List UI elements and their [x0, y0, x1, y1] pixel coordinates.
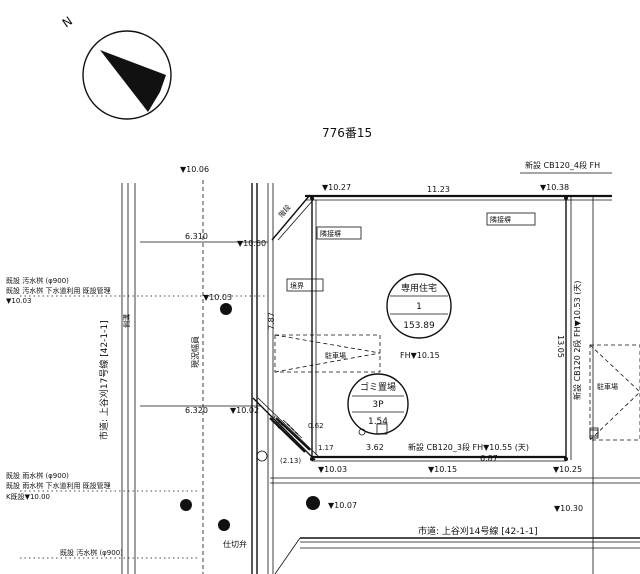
- dim-362: 3.62: [366, 443, 384, 452]
- parking-area: [274, 334, 381, 373]
- dim-117: 1.17: [318, 444, 334, 452]
- box-3: [589, 429, 599, 439]
- elev-1060: ▼10.60: [237, 239, 266, 248]
- side-ditch-label: 側溝: [122, 314, 131, 328]
- parking-label: 駐車場: [325, 351, 346, 360]
- corner-chamfer: [271, 194, 317, 460]
- survey-point-icon: [310, 196, 314, 200]
- elev-1025: ▼10.25: [553, 465, 582, 474]
- note2-c: K既設▼10.00: [6, 492, 50, 501]
- top-fence-label: 新設 CB120_4段 FH: [525, 160, 600, 170]
- garbage-type: ゴミ置場: [360, 381, 396, 393]
- note1-a: 既設 汚水桝 (φ900): [6, 276, 69, 285]
- elev-1003a: ▼10.03: [203, 293, 232, 302]
- manhole-icon: [218, 519, 230, 531]
- dim-062: 0.62: [308, 422, 324, 430]
- survey-point-icon: [564, 196, 568, 200]
- house-callout: 専用住宅 1 153.89: [386, 273, 452, 339]
- left-leaders: [20, 241, 268, 559]
- manhole-icon: [306, 496, 320, 510]
- top-fence: [305, 172, 612, 201]
- road-bottom-label: 市道: 上谷刈14号線 [42-1-1]: [418, 525, 538, 537]
- note3: 既設 汚水桝 (φ900): [60, 548, 123, 557]
- elev-1030: ▼10.30: [554, 504, 583, 513]
- garbage-callout: ゴミ置場 3P 1.54: [347, 373, 409, 435]
- dim-6320: 6.320: [185, 406, 208, 415]
- road-bottom-lines: [270, 477, 640, 574]
- valve-icon: [358, 428, 366, 436]
- bottom-fence: [312, 455, 566, 462]
- elev-1002: ▼10.02: [230, 406, 259, 415]
- north-label: N: [60, 14, 75, 31]
- garbage-area: 1.54: [368, 417, 388, 427]
- dim-1123: 11.23: [427, 185, 450, 194]
- note2-b: 既設 雨水桝 下水道利用 既設管理: [6, 481, 111, 490]
- manhole-icon: [180, 499, 192, 511]
- house-type: 専用住宅: [401, 282, 437, 294]
- parking-right-label: 駐車場: [597, 382, 618, 391]
- bottom-fence-label: 新設 CB120_3段 FH▼10.55 (天): [408, 442, 529, 452]
- box-1: [589, 427, 599, 437]
- parking-right-area: [589, 344, 640, 441]
- fh-center: FH▼10.15: [400, 351, 440, 360]
- manhole-icon: [220, 303, 232, 315]
- elev-1003b: ▼10.03: [318, 465, 347, 474]
- elev-1027: ▼10.27: [322, 183, 351, 192]
- lot-number: 776番15: [322, 126, 372, 140]
- survey-point-icon: [310, 457, 314, 461]
- elev-1007: ▼10.07: [328, 501, 357, 510]
- stair-corner: [252, 397, 319, 461]
- dim-1305: 13.05: [556, 335, 565, 358]
- fence-left-label: 隣接塀: [320, 229, 341, 238]
- dim-687: 6.87: [480, 454, 498, 463]
- note2-a: 既設 雨水桝 (φ900): [6, 471, 69, 480]
- house-area: 153.89: [403, 321, 435, 331]
- house-count: 1: [416, 302, 422, 312]
- right-fence-label: 新設 CB120 2段 FH▼10.53 (天): [572, 280, 582, 400]
- stair-label: 階段: [277, 203, 293, 220]
- road-width-label: 現況幅員: [190, 336, 200, 368]
- elev-1038: ▼10.38: [540, 183, 569, 192]
- note1-b: 既設 汚水桝 下水道利用 既設管理: [6, 286, 111, 295]
- elev-1006: ▼10.06: [180, 165, 209, 174]
- fence-top-label: 隣接塀: [490, 215, 511, 224]
- gate-label: 仕切弁: [223, 539, 247, 549]
- valve-icon: [256, 450, 268, 462]
- dim-787: 7.87: [267, 312, 276, 330]
- survey-point-icon: [564, 457, 568, 461]
- elev-1015: ▼10.15: [428, 465, 457, 474]
- boundary-label: 境界: [290, 281, 304, 290]
- note1-c: ▼10.03: [6, 297, 31, 305]
- north-arrow-icon: N: [60, 14, 172, 120]
- garbage-count: 3P: [372, 400, 384, 410]
- road-left-lines: [121, 180, 274, 574]
- dim-6310: 6.310: [185, 232, 208, 241]
- road-left-label: 市道: 上谷刈17号線 [42-1-1]: [98, 320, 110, 440]
- dim-213: (2.13): [280, 457, 301, 465]
